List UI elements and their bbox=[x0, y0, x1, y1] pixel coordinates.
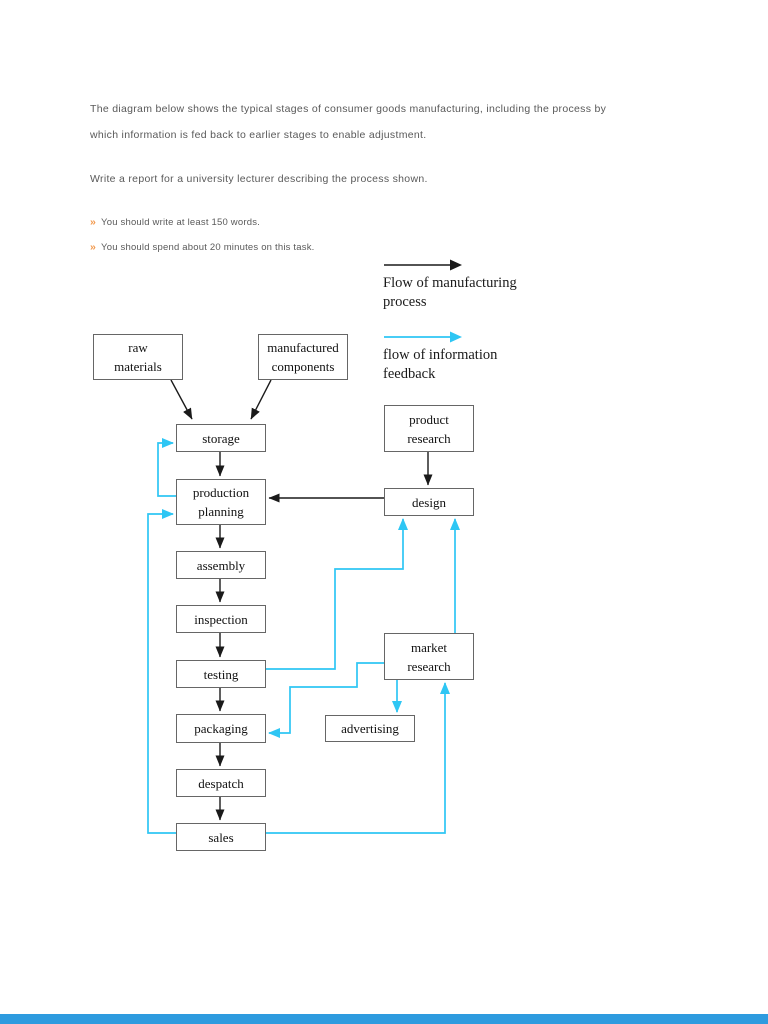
feedback-sales-to-marketresearch bbox=[266, 682, 450, 834]
node-manufactured-components: manufactured components bbox=[258, 334, 348, 380]
node-label: testing bbox=[203, 666, 239, 682]
node-label: materials bbox=[114, 359, 162, 374]
bullet-marker-icon: » bbox=[90, 216, 97, 228]
node-label: advertising bbox=[341, 721, 399, 736]
task-description: The diagram below shows the typical stag… bbox=[90, 103, 607, 141]
node-label: production bbox=[192, 485, 250, 500]
node-storage: storage bbox=[176, 424, 266, 452]
node-production-planning: production planning bbox=[176, 479, 266, 525]
node-testing: testing bbox=[176, 660, 266, 688]
node-label: design bbox=[412, 494, 446, 510]
feedback-testing-to-design bbox=[266, 518, 408, 670]
task-instruction: Write a report for a university lecturer… bbox=[90, 173, 428, 185]
legend-process-line1: Flow of manufacturing bbox=[383, 275, 517, 291]
legend-process-label: Flow of manufacturing process bbox=[383, 274, 543, 312]
node-label: planning bbox=[198, 504, 244, 519]
node-product-research: product research bbox=[384, 405, 474, 452]
feedback-productionplanning-to-storage bbox=[157, 438, 176, 497]
node-packaging: packaging bbox=[176, 714, 266, 743]
node-market-research: market research bbox=[384, 633, 474, 680]
node-label: raw bbox=[128, 340, 148, 355]
node-inspection: inspection bbox=[176, 605, 266, 633]
legend-process-arrow-icon bbox=[384, 259, 462, 271]
node-label: packaging bbox=[194, 721, 248, 736]
node-label: despatch bbox=[198, 775, 244, 791]
legend-feedback-arrow-icon bbox=[384, 331, 462, 343]
node-assembly: assembly bbox=[176, 551, 266, 579]
legend-feedback-line1: flow of information bbox=[383, 347, 498, 363]
node-label: sales bbox=[208, 829, 234, 845]
node-label: assembly bbox=[196, 557, 246, 573]
node-label: product bbox=[409, 411, 449, 427]
node-label: research bbox=[407, 658, 451, 674]
node-design: design bbox=[384, 488, 474, 516]
node-label: inspection bbox=[194, 611, 248, 627]
node-raw-materials: raw materials bbox=[93, 334, 183, 380]
node-label: market bbox=[410, 639, 448, 655]
bullet-words-requirement: » You should write at least 150 words. bbox=[90, 216, 260, 228]
arrow-components-to-storage bbox=[250, 379, 272, 420]
viewer-footer-bar bbox=[0, 1014, 768, 1024]
arrow-rawmaterials-to-storage bbox=[170, 379, 193, 420]
legend-feedback-label: flow of information feedback bbox=[383, 346, 543, 384]
node-despatch: despatch bbox=[176, 769, 266, 797]
node-label: storage bbox=[202, 430, 240, 446]
node-label: manufactured bbox=[267, 340, 339, 355]
node-sales: sales bbox=[176, 823, 266, 851]
legend-process-line2: process bbox=[383, 294, 427, 310]
legend-feedback-line2: feedback bbox=[383, 366, 436, 382]
node-advertising: advertising bbox=[325, 715, 415, 742]
bullet-marker-icon: » bbox=[90, 241, 97, 253]
bullet-time-requirement: » You should spend about 20 minutes on th… bbox=[90, 241, 315, 253]
feedback-sales-to-productionplanning bbox=[147, 509, 176, 834]
bullet-text: You should write at least 150 words. bbox=[101, 217, 260, 228]
node-label: components bbox=[271, 359, 335, 374]
node-label: research bbox=[407, 430, 451, 446]
bullet-text: You should spend about 20 minutes on thi… bbox=[101, 242, 315, 253]
